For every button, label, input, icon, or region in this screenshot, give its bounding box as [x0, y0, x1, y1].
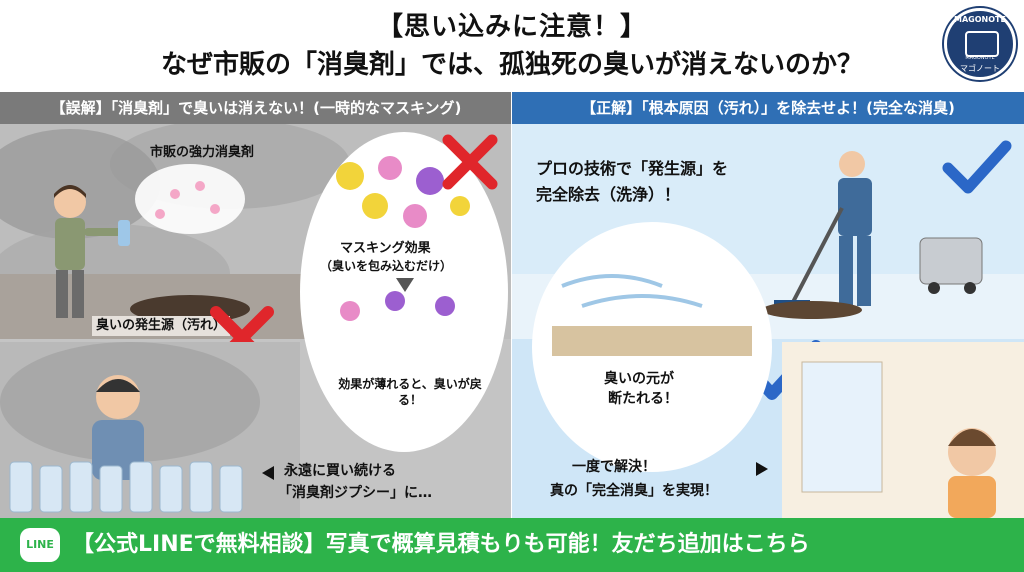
- cta-footer[interactable]: LINE 【公式LINEで無料相談】写真で概算見積もりも可能！友だち追加はこちら: [0, 518, 1024, 572]
- correct-band: 【正解】「根本原因（汚れ）」を除去せよ！(完全な消臭): [512, 92, 1024, 124]
- logo-top-text: MAGONOTE: [954, 15, 1006, 24]
- masking-bubble: [300, 132, 508, 452]
- mistake-band: 【誤解】「消臭剤」で臭いは消えない！(一時的なマスキング): [0, 92, 512, 124]
- pro-line-1: プロの技術で「発生源」を: [536, 159, 729, 178]
- arrow-down-icon: [396, 278, 414, 292]
- gypsy-line-1: 永遠に買い続ける: [284, 463, 396, 479]
- distressed-person-illustration: [0, 342, 300, 518]
- source-label: 臭いの発生源（汚れ）: [92, 316, 231, 336]
- logo-mid-text: MAGONOTE: [965, 55, 995, 61]
- check-icon: [942, 140, 1012, 194]
- fresh-air-icon: [552, 274, 752, 356]
- magonote-logo: MAGONOTE MAGONOTE マゴノート: [944, 8, 1016, 80]
- title-line-1: 【思い込みに注意！】: [376, 12, 647, 42]
- cross-icon: [442, 134, 498, 190]
- line-icon[interactable]: LINE: [20, 528, 60, 562]
- cut-line-1: 臭いの元が: [604, 371, 674, 387]
- pro-line-2: 完全除去（洗浄）！: [536, 185, 681, 204]
- gypsy-line-2: 「消臭剤ジプシー」に…: [278, 485, 432, 501]
- masking-title: マスキング効果: [340, 241, 431, 256]
- logo-bottom-text: マゴノート: [960, 64, 1000, 73]
- person-spraying: [54, 185, 130, 318]
- cut-line-2: 断たれる！: [608, 391, 678, 407]
- correct-panel: 【正解】「根本原因（汚れ）」を除去せよ！(完全な消臭): [512, 92, 1024, 518]
- header: 【思い込みに注意！】 なぜ市販の「消臭剤」では、孤独死の臭いが消えないのか？ M…: [0, 0, 1024, 92]
- arrow-right-icon: [756, 462, 768, 476]
- masking-molecules: [336, 156, 470, 321]
- clean-room-illustration: [782, 342, 1024, 518]
- title-line-2: なぜ市販の「消臭剤」では、孤独死の臭いが消えないのか？: [160, 50, 863, 80]
- spray-label: 市販の強力消臭剤: [150, 145, 255, 160]
- masking-bottom: 効果が薄れると、臭いが戻る！: [338, 377, 482, 408]
- logo-mark-icon: [965, 31, 999, 57]
- arrow-left-icon: [262, 466, 274, 480]
- solve-line-2: 真の「完全消臭」を実現！: [550, 483, 718, 499]
- solve-line-1: 一度で解決！: [572, 459, 656, 475]
- masking-sub: （臭いを包み込むだけ）: [320, 259, 453, 273]
- cta-text[interactable]: 【公式LINEで無料相談】写真で概算見積もりも可能！友だち追加はこちら: [72, 532, 810, 557]
- mistake-panel: 【誤解】「消臭剤」で臭いは消えない！(一時的なマスキング): [0, 92, 512, 518]
